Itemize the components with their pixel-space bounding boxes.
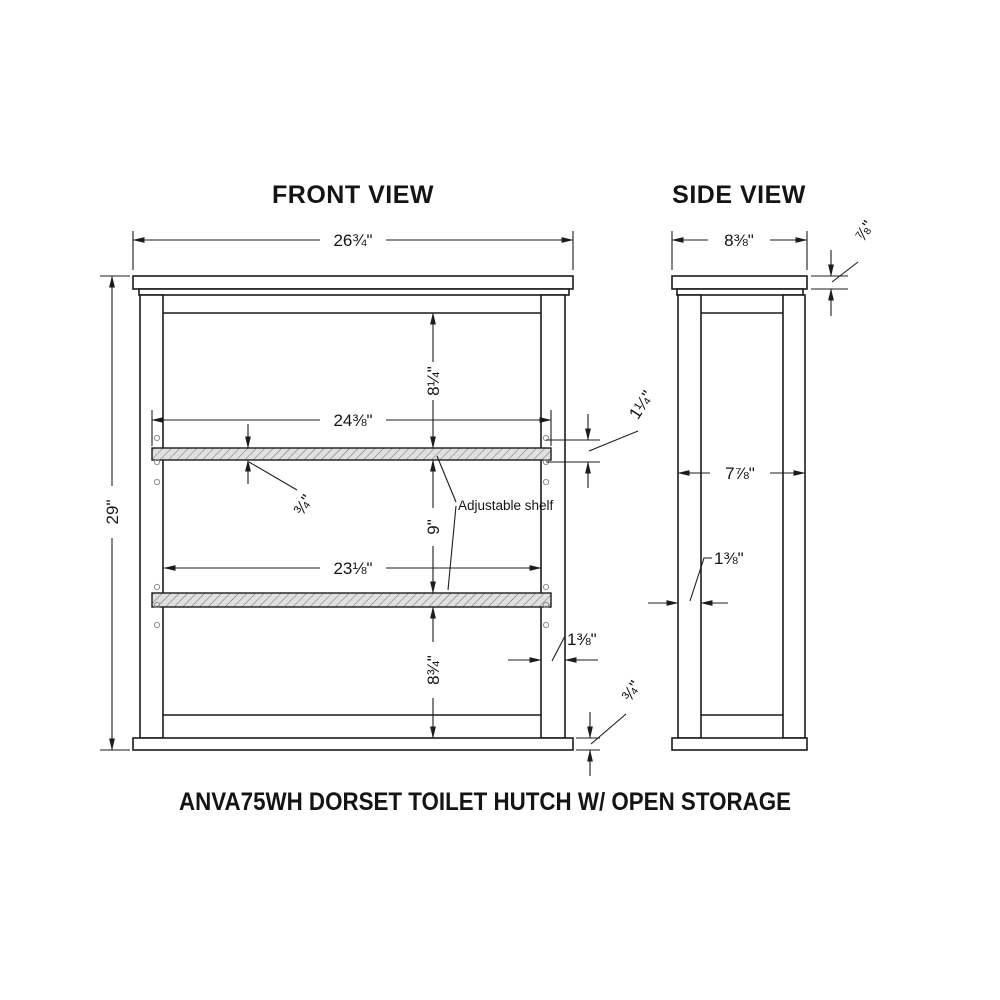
dim-label-base-thickness: ¾" [618, 677, 645, 704]
pin-hole [153, 601, 161, 609]
dim-label-shelf-to-base: 8¾" [424, 655, 443, 685]
side-back-panel [782, 294, 806, 739]
dim-overall-height: 29" [100, 275, 130, 751]
dim-stile-width: 1⅜" [508, 630, 598, 663]
dim-label-shelf-edge-offset: 1¼" [625, 387, 657, 422]
side-front-stile [677, 294, 702, 739]
dim-label-top-thickness: ⅞" [851, 217, 878, 244]
dim-shelf-thickness: ¾" [245, 424, 317, 519]
pin-hole [542, 621, 550, 629]
adjustable-shelf-label: Adjustable shelf [458, 498, 554, 513]
dim-label-upper-shelf-width: 24⅜" [333, 411, 372, 430]
dim-top-thickness: ⅞" [811, 217, 878, 316]
pin-hole [153, 621, 161, 629]
pin-hole [153, 434, 161, 442]
front-left-stile [139, 294, 164, 739]
dim-label-overall-height: 29" [103, 500, 122, 525]
pin-hole [542, 478, 550, 486]
dim-between-shelves: 9" [424, 459, 443, 594]
dim-overall-width: 26¾" [132, 231, 574, 270]
dim-label-overall-depth: 8⅜" [724, 231, 754, 250]
drawing-title: ANVA75WH DORSET TOILET HUTCH W/ OPEN STO… [179, 788, 791, 816]
dim-shelf-to-base: 8¾" [424, 606, 443, 739]
side-base-plate [671, 737, 808, 751]
side-top-cap [671, 275, 808, 290]
dim-label-stile-width: 1⅜" [567, 630, 597, 649]
side-view-title: SIDE VIEW [672, 181, 806, 209]
pin-hole [542, 434, 550, 442]
dim-overall-depth: 8⅜" [671, 231, 808, 270]
pin-hole [153, 478, 161, 486]
front-right-stile [540, 294, 566, 739]
pin-hole [542, 601, 550, 609]
dim-top-rail-to-shelf: 8¼" [424, 312, 443, 449]
lower-shelf [151, 592, 552, 608]
dim-label-overall-width: 26¾" [333, 231, 372, 250]
front-cabinet-structure [132, 275, 574, 751]
dim-label-shelf-thickness: ¾" [290, 491, 317, 518]
dim-base-thickness: ¾" [576, 677, 645, 776]
dim-upper-shelf-width: 24⅜" [151, 410, 552, 446]
side-cabinet-structure [671, 275, 808, 751]
front-view: FRONT VIEW [100, 181, 657, 776]
side-view: SIDE VIEW 8⅜" ⅞" [648, 181, 878, 751]
dim-label-top-rail-to-shelf: 8¼" [424, 366, 443, 396]
pin-hole [542, 583, 550, 591]
dim-interior-depth: 7⅞" [677, 464, 806, 483]
front-base-plate [132, 737, 574, 751]
side-top-lip [676, 288, 804, 296]
pin-hole [153, 458, 161, 466]
upper-shelf [151, 447, 552, 461]
dim-label-between-shelves: 9" [424, 519, 443, 535]
dim-front-frame-depth: 1⅜" [648, 549, 744, 606]
dim-label-lower-shelf-width: 23⅛" [333, 559, 372, 578]
dim-label-interior-depth: 7⅞" [725, 464, 755, 483]
pin-hole [153, 583, 161, 591]
front-top-cap [132, 275, 574, 290]
shelf-pin-holes [153, 434, 550, 629]
dim-label-front-frame-depth: 1⅜" [714, 549, 744, 568]
annotation-adjustable-shelf: Adjustable shelf [436, 455, 554, 591]
dim-lower-shelf-width: 23⅛" [163, 559, 542, 578]
front-view-title: FRONT VIEW [272, 181, 434, 209]
front-top-lip [138, 288, 570, 296]
